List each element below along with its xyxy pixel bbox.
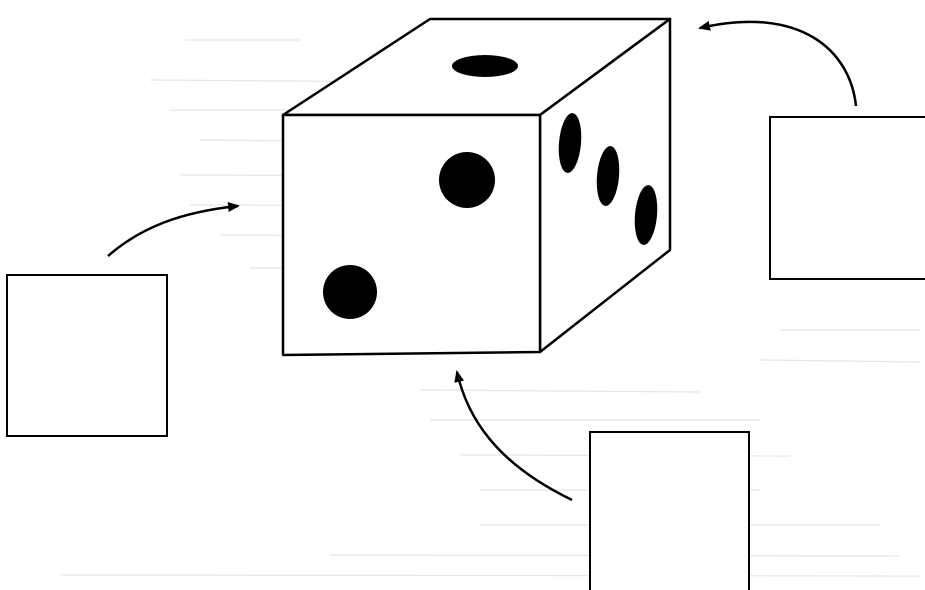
answer-box-bottom[interactable] [590,432,749,590]
answer-box-left[interactable] [7,275,167,436]
answer-box-right[interactable] [770,117,925,279]
top-face-pip [452,55,518,77]
arrow-right-to-top-face [700,22,856,106]
front-face-pip [323,265,377,319]
front-face-pip [439,152,495,208]
arrow-left-to-front-face [108,206,238,256]
die-front-face [283,115,540,355]
